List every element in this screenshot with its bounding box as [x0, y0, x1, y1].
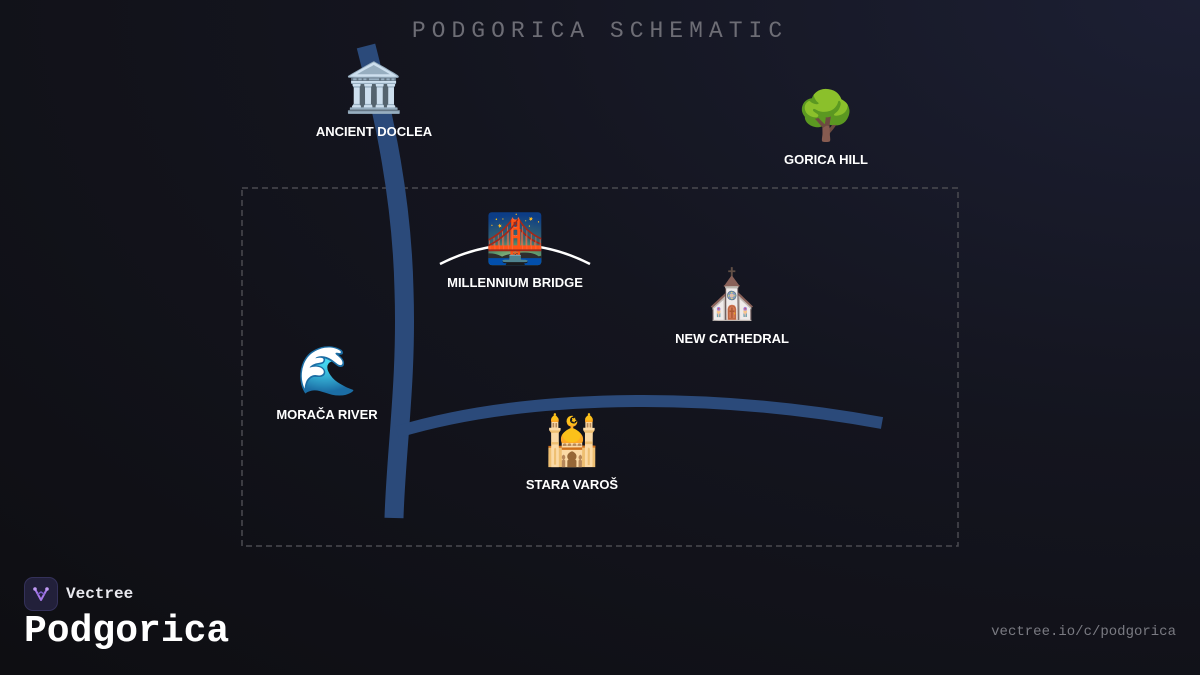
landmark-label: NEW CATHEDRAL — [675, 331, 789, 346]
landmark-label: MILLENNIUM BRIDGE — [447, 275, 583, 290]
landmark-label: MORAČA RIVER — [276, 407, 378, 422]
deciduous-tree-icon: 🌳 — [796, 88, 856, 144]
water-wave-icon: 🌊 — [297, 343, 357, 399]
city-name: Podgorica — [24, 610, 230, 653]
landmark-millennium-bridge[interactable]: 🌉 MILLENNIUM BRIDGE — [415, 211, 615, 290]
vectree-logo-icon — [24, 577, 58, 611]
landmark-label: STARA VAROŠ — [525, 477, 619, 492]
landmark-new-cathedral[interactable]: ⛪ NEW CATHEDRAL — [632, 267, 832, 346]
mosque-icon: 🕌 — [542, 413, 602, 469]
church-icon: ⛪ — [702, 267, 762, 323]
classical-building-icon: 🏛️ — [344, 60, 404, 116]
ribnica-river-path — [395, 395, 884, 438]
landmark-moraca-river[interactable]: 🌊 MORAČA RIVER — [227, 343, 427, 422]
landmark-label: GORICA HILL — [783, 152, 868, 167]
landmark-label: ANCIENT DOCLEA — [315, 124, 433, 139]
brand-name: Vectree — [66, 585, 134, 603]
landmark-ancient-doclea[interactable]: 🏛️ ANCIENT DOCLEA — [274, 60, 474, 139]
landmark-stara-varos[interactable]: 🕌 STARA VAROŠ — [472, 413, 672, 492]
landmark-gorica-hill[interactable]: 🌳 GORICA HILL — [726, 88, 926, 167]
bridge-at-night-icon: 🌉 — [485, 211, 545, 267]
moraca-river-path — [356, 43, 415, 519]
brand: Vectree — [24, 577, 133, 611]
bounding-box — [241, 187, 959, 547]
millennium-bridge-arc — [439, 243, 591, 266]
map-title: PODGORICA SCHEMATIC — [411, 18, 789, 44]
page-url[interactable]: vectree.io/c/podgorica — [991, 624, 1176, 640]
bridge-point — [513, 260, 517, 264]
